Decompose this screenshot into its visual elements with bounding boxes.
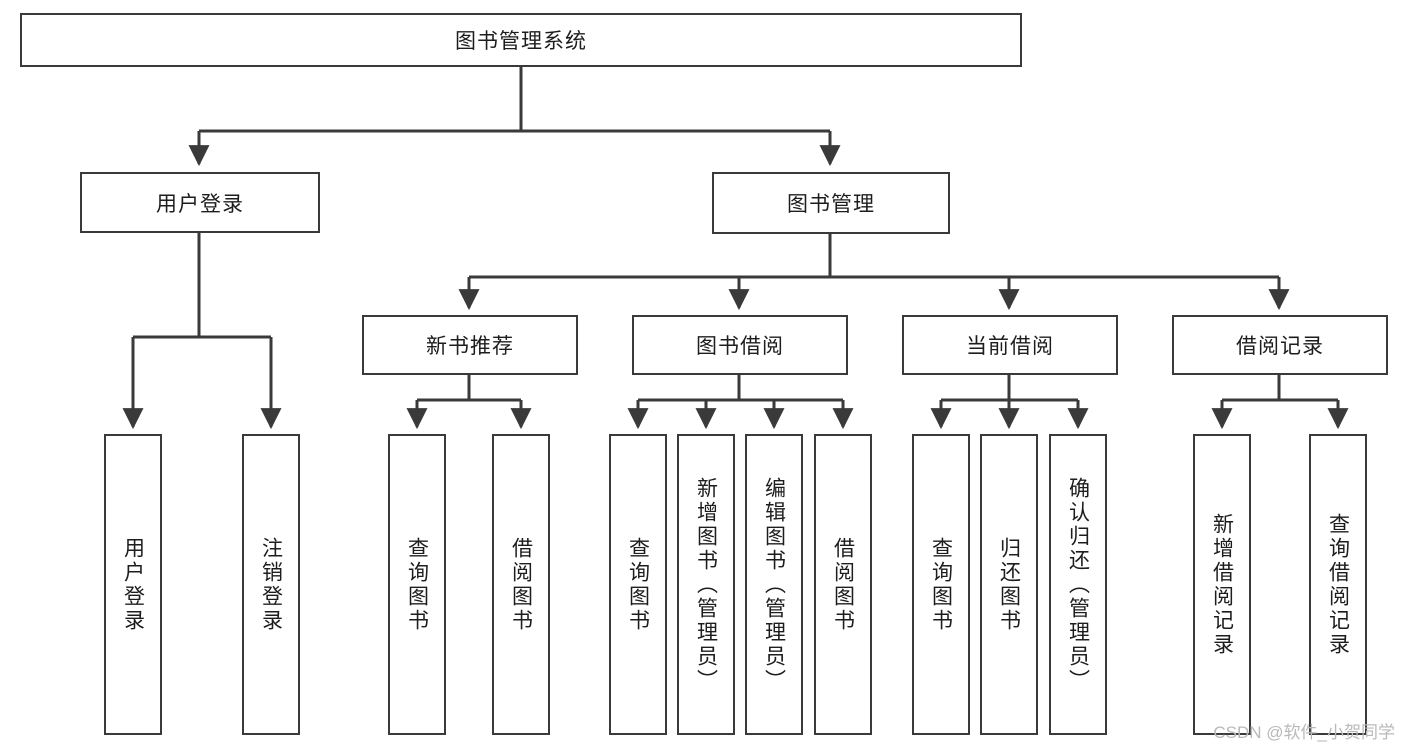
leaf-borrow-book-recommend[interactable]: 借阅图书	[492, 434, 550, 735]
node-current-borrow[interactable]: 当前借阅	[902, 315, 1118, 375]
leaf-query-book-recommend[interactable]: 查询图书	[388, 434, 446, 735]
node-label: 查询图书	[405, 536, 429, 633]
node-label: 查询图书	[929, 536, 953, 633]
node-book-borrow[interactable]: 图书借阅	[632, 315, 848, 375]
node-user-login[interactable]: 用户登录	[80, 172, 320, 233]
node-root-system[interactable]: 图书管理系统	[20, 13, 1022, 67]
leaf-return-book[interactable]: 归还图书	[980, 434, 1038, 735]
leaf-add-borrow-record[interactable]: 新增借阅记录	[1193, 434, 1251, 735]
node-label: 归还图书	[997, 536, 1021, 633]
node-book-management[interactable]: 图书管理	[712, 172, 950, 234]
node-new-book-recommend[interactable]: 新书推荐	[362, 315, 578, 375]
leaf-query-book-borrow[interactable]: 查询图书	[609, 434, 667, 735]
leaf-add-book-admin[interactable]: 新增图书（管理员）	[677, 434, 735, 735]
leaf-user-login[interactable]: 用户登录	[104, 434, 162, 735]
node-label: 图书借阅	[696, 335, 784, 358]
node-label: 用户登录	[121, 536, 145, 633]
leaf-confirm-return-admin[interactable]: 确认归还（管理员）	[1049, 434, 1107, 735]
node-label: 注销登录	[259, 536, 283, 633]
node-label: 图书管理系统	[455, 30, 587, 53]
leaf-borrow-book[interactable]: 借阅图书	[814, 434, 872, 735]
node-label: 借阅图书	[831, 536, 855, 633]
csdn-watermark: CSDN @软件_小贺同学	[1213, 723, 1395, 742]
node-label: 确认归还（管理员）	[1066, 476, 1090, 693]
node-label: 用户登录	[156, 192, 244, 216]
node-label: 图书管理	[787, 193, 875, 216]
leaf-logout-login[interactable]: 注销登录	[242, 434, 300, 735]
node-label: 借阅记录	[1236, 335, 1324, 358]
node-label: 当前借阅	[966, 335, 1054, 358]
node-label: 新书推荐	[426, 335, 514, 358]
node-label: 查询图书	[626, 536, 650, 633]
node-label: 新增借阅记录	[1210, 512, 1234, 657]
leaf-edit-book-admin[interactable]: 编辑图书（管理员）	[745, 434, 803, 735]
node-borrow-record[interactable]: 借阅记录	[1172, 315, 1388, 375]
node-label: 查询借阅记录	[1326, 512, 1350, 657]
leaf-query-borrow-record[interactable]: 查询借阅记录	[1309, 434, 1367, 735]
node-label: 编辑图书（管理员）	[762, 476, 786, 693]
leaf-query-book-current[interactable]: 查询图书	[912, 434, 970, 735]
node-label: 新增图书（管理员）	[694, 476, 718, 693]
node-label: 借阅图书	[509, 536, 533, 633]
